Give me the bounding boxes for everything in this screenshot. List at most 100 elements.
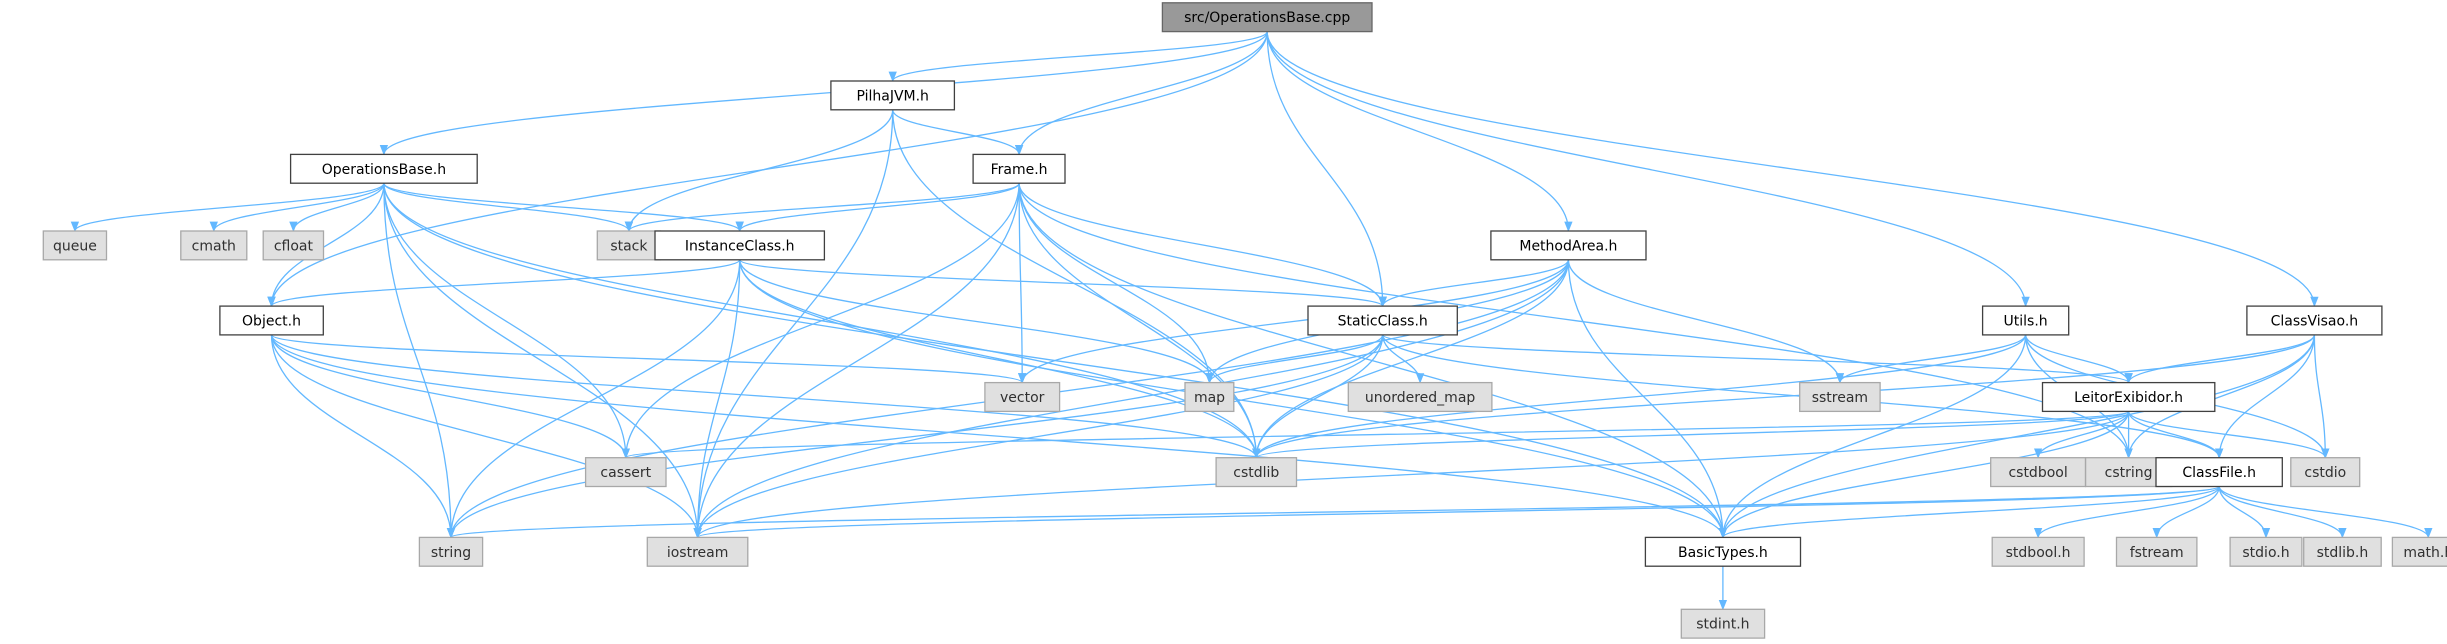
edge-root-to-static: [1266, 31, 1387, 308]
edge-classfile-to-stdlibh: [2218, 486, 2347, 539]
node-stdioh: stdio.h: [2229, 536, 2303, 567]
edge-opsh-to-cfloat: [289, 183, 385, 233]
edge-visao-to-classfile: [2215, 334, 2316, 459]
node-label: iostream: [667, 545, 729, 561]
node-label: cassert: [600, 465, 651, 481]
edge-frame-to-stack: [624, 182, 1020, 233]
node-frame[interactable]: Frame.h: [972, 153, 1066, 184]
edge-opsh-to-stack: [383, 182, 633, 233]
node-classfile[interactable]: ClassFile.h: [2155, 457, 2283, 488]
node-map: map: [1184, 381, 1235, 413]
edge-method-to-sstream: [1567, 259, 1845, 384]
edge-root-to-frame: [1014, 31, 1268, 156]
edge-classfile-to-stdboolh: [2034, 486, 2220, 539]
node-cstdbool: cstdbool: [1990, 457, 2087, 488]
edge-classfile-to-stdioh: [2218, 486, 2271, 539]
edge-leitor-to-cstdlib: [1252, 410, 2130, 459]
node-box: [1799, 381, 1881, 413]
edge-static-to-map: [1205, 334, 1384, 384]
node-root[interactable]: src/OperationsBase.cpp: [1161, 2, 1373, 33]
edge-opsh-to-cstdlib: [383, 183, 1261, 459]
node-label: cstdlib: [1233, 465, 1279, 481]
node-label: stdio.h: [2242, 545, 2289, 561]
node-stdboolh: stdbool.h: [1991, 536, 2085, 567]
node-cstdio: cstdio: [2290, 457, 2361, 488]
edge-classfile-to-basic: [1718, 485, 2220, 539]
node-box: [984, 381, 1061, 413]
node-box: [972, 153, 1066, 184]
node-label: src/OperationsBase.cpp: [1184, 10, 1350, 26]
node-vector: vector: [984, 381, 1061, 413]
node-label: math.h: [2403, 545, 2447, 561]
node-cfloat: cfloat: [262, 230, 325, 261]
node-box: [1347, 381, 1493, 413]
node-box: [1215, 457, 1298, 488]
node-label: cfloat: [274, 238, 314, 254]
node-label: queue: [53, 238, 97, 254]
node-box: [1490, 230, 1647, 261]
edge-object-to-cstdlib: [270, 334, 1261, 459]
edge-object-to-basic: [270, 334, 1727, 539]
node-fstream: fstream: [2115, 536, 2198, 567]
node-object[interactable]: Object.h: [219, 305, 324, 336]
node-cmath: cmath: [180, 230, 248, 261]
edge-method-to-iostream: [693, 259, 1570, 539]
node-sstream: sstream: [1799, 381, 1881, 413]
edge-instance-to-map: [739, 259, 1214, 384]
node-opsh[interactable]: OperationsBase.h: [289, 153, 478, 184]
edge-object-to-iostream: [270, 334, 702, 539]
edge-root-to-pilha: [888, 31, 1268, 83]
node-visao[interactable]: ClassVisao.h: [2246, 305, 2383, 336]
edge-opsh-to-iostream: [383, 183, 702, 539]
node-label: MethodArea.h: [1519, 238, 1617, 254]
node-static[interactable]: StaticClass.h: [1307, 305, 1458, 336]
edge-frame-to-cstring: [1018, 183, 2133, 459]
node-label: stdbool.h: [2006, 545, 2071, 561]
edge-leitor-to-iostream: [693, 411, 2130, 539]
node-stdint: stdint.h: [1680, 608, 1766, 639]
node-stack: stack: [596, 230, 662, 261]
edge-frame-to-cassert: [621, 183, 1020, 459]
edge-leitor-to-basic: [1718, 411, 2130, 539]
edge-utils-to-leitor: [2024, 334, 2133, 384]
edge-opsh-to-cassert: [383, 183, 630, 459]
node-label: Utils.h: [2004, 313, 2048, 329]
node-label: ClassVisao.h: [2271, 313, 2359, 329]
node-label: stdint.h: [1696, 617, 1749, 633]
node-label: cstdbool: [2008, 465, 2067, 481]
node-box: [646, 536, 749, 567]
edge-classfile-to-string: [447, 485, 2220, 539]
edge-visao-to-cstring: [2124, 334, 2316, 459]
edge-frame-to-instance: [735, 182, 1020, 233]
node-leitor[interactable]: LeitorExibidor.h: [2041, 381, 2216, 413]
node-label: vector: [1000, 390, 1045, 406]
node-basic[interactable]: BasicTypes.h: [1644, 536, 1802, 567]
node-umap: unordered_map: [1347, 381, 1493, 413]
node-box: [289, 153, 478, 184]
node-box: [2290, 457, 2361, 488]
node-instance[interactable]: InstanceClass.h: [654, 230, 826, 261]
node-label: stdlib.h: [2317, 545, 2369, 561]
node-cstdlib: cstdlib: [1215, 457, 1298, 488]
node-method[interactable]: MethodArea.h: [1490, 230, 1647, 261]
node-label: string: [431, 545, 471, 561]
node-pilha[interactable]: PilhaJVM.h: [830, 80, 956, 111]
node-cassert: cassert: [584, 457, 667, 488]
node-box: [1680, 608, 1766, 639]
node-label: unordered_map: [1365, 390, 1475, 406]
edge-utils-to-sstream: [1835, 334, 2027, 384]
node-utils[interactable]: Utils.h: [1981, 305, 2070, 336]
edge-pilha-to-frame: [892, 109, 1024, 156]
node-box: [2229, 536, 2303, 567]
node-box: [418, 536, 484, 567]
edges-layer: [70, 31, 2433, 611]
edge-static-to-string: [446, 334, 1384, 539]
edge-visao-to-basic: [1718, 334, 2316, 539]
edge-leitor-to-cstdbool: [2033, 411, 2130, 459]
node-box: [2155, 457, 2283, 488]
node-box: [1161, 2, 1373, 33]
node-box: [830, 80, 956, 111]
node-box: [2041, 381, 2216, 413]
node-label: cmath: [192, 238, 236, 254]
node-box: [1981, 305, 2070, 336]
